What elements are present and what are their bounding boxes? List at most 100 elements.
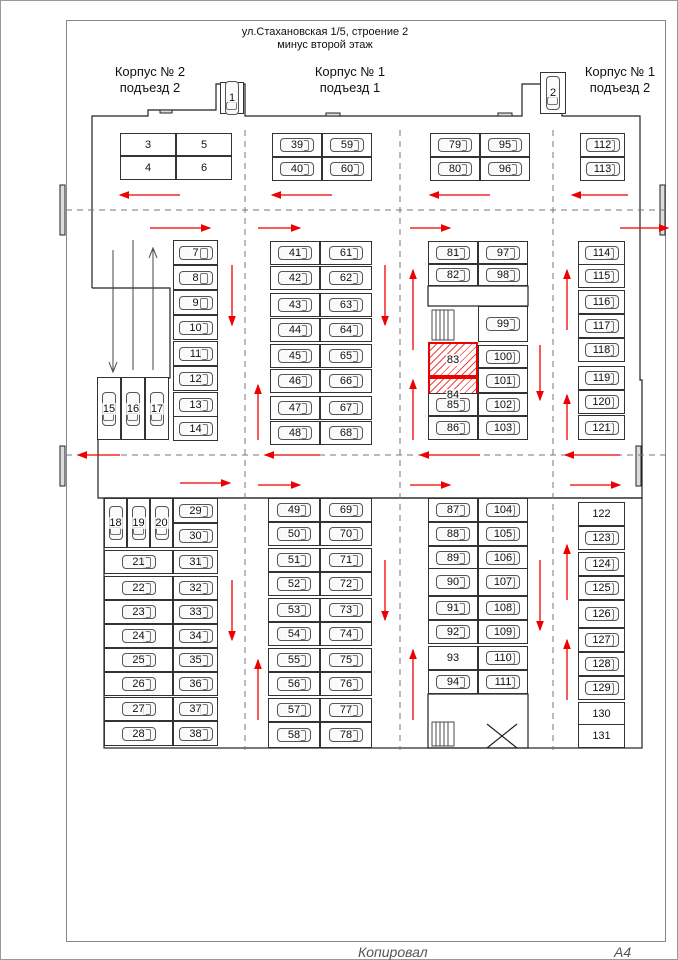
parking-spot-97[interactable]: 97: [478, 241, 528, 264]
parking-spot-6[interactable]: 6: [176, 156, 232, 180]
parking-spot-78[interactable]: 78: [320, 722, 372, 748]
parking-spot-56[interactable]: 56: [268, 672, 320, 696]
parking-spot-35[interactable]: 35: [173, 648, 218, 672]
parking-spot-5[interactable]: 5: [176, 133, 232, 156]
parking-spot-40[interactable]: 40: [272, 157, 322, 181]
parking-spot-31[interactable]: 31: [173, 550, 218, 574]
parking-spot-1[interactable]: 1: [220, 81, 244, 115]
parking-spot-131[interactable]: 131: [578, 724, 625, 748]
parking-spot-41[interactable]: 41: [270, 241, 320, 265]
parking-spot-82[interactable]: 82: [428, 264, 478, 286]
parking-spot-129[interactable]: 129: [578, 676, 625, 700]
parking-spot-126[interactable]: 126: [578, 600, 625, 628]
parking-spot-37[interactable]: 37: [173, 697, 218, 721]
parking-spot-90[interactable]: 90: [428, 568, 478, 596]
parking-spot-113[interactable]: 113: [580, 157, 625, 181]
parking-spot-106[interactable]: 106: [478, 546, 528, 570]
parking-spot-66[interactable]: 66: [320, 369, 372, 393]
parking-spot-23[interactable]: 23: [104, 600, 173, 624]
parking-spot-62[interactable]: 62: [320, 266, 372, 290]
parking-spot-105[interactable]: 105: [478, 522, 528, 546]
parking-spot-127[interactable]: 127: [578, 628, 625, 652]
parking-spot-116[interactable]: 116: [578, 290, 625, 314]
parking-spot-114[interactable]: 114: [578, 241, 625, 265]
parking-spot-39[interactable]: 39: [272, 133, 322, 157]
parking-spot-121[interactable]: 121: [578, 415, 625, 440]
parking-spot-33[interactable]: 33: [173, 600, 218, 624]
parking-spot-124[interactable]: 124: [578, 552, 625, 576]
parking-spot-47[interactable]: 47: [270, 396, 320, 420]
parking-spot-89[interactable]: 89: [428, 546, 478, 570]
parking-spot-45[interactable]: 45: [270, 344, 320, 368]
parking-spot-12[interactable]: 12: [173, 366, 218, 391]
parking-spot-101[interactable]: 101: [478, 368, 528, 393]
parking-spot-100[interactable]: 100: [478, 345, 528, 368]
parking-spot-2[interactable]: 2: [540, 72, 566, 114]
parking-spot-53[interactable]: 53: [268, 598, 320, 622]
parking-spot-61[interactable]: 61: [320, 241, 372, 265]
parking-spot-10[interactable]: 10: [173, 315, 218, 340]
parking-spot-79[interactable]: 79: [430, 133, 480, 157]
parking-spot-120[interactable]: 120: [578, 390, 625, 414]
parking-spot-96[interactable]: 96: [480, 157, 530, 181]
parking-spot-117[interactable]: 117: [578, 314, 625, 338]
parking-spot-52[interactable]: 52: [268, 572, 320, 596]
parking-spot-15[interactable]: 15: [97, 377, 121, 440]
parking-spot-8[interactable]: 8: [173, 265, 218, 290]
parking-spot-63[interactable]: 63: [320, 293, 372, 317]
parking-spot-60[interactable]: 60: [322, 157, 372, 181]
parking-spot-119[interactable]: 119: [578, 366, 625, 390]
parking-spot-16[interactable]: 16: [121, 377, 145, 440]
parking-spot-21[interactable]: 21: [104, 550, 173, 574]
parking-spot-67[interactable]: 67: [320, 396, 372, 420]
parking-spot-3[interactable]: 3: [120, 133, 176, 156]
parking-spot-4[interactable]: 4: [120, 156, 176, 180]
parking-spot-99[interactable]: 99: [478, 306, 528, 342]
parking-spot-102[interactable]: 102: [478, 393, 528, 416]
parking-spot-72[interactable]: 72: [320, 572, 372, 596]
parking-spot-107[interactable]: 107: [478, 568, 528, 596]
parking-spot-30[interactable]: 30: [173, 523, 218, 548]
parking-spot-86[interactable]: 86: [428, 416, 478, 440]
parking-spot-28[interactable]: 28: [104, 721, 173, 746]
parking-spot-32[interactable]: 32: [173, 576, 218, 600]
parking-spot-51[interactable]: 51: [268, 548, 320, 572]
parking-spot-75[interactable]: 75: [320, 648, 372, 672]
parking-spot-77[interactable]: 77: [320, 698, 372, 722]
parking-spot-49[interactable]: 49: [268, 498, 320, 522]
parking-spot-34[interactable]: 34: [173, 624, 218, 648]
parking-spot-9[interactable]: 9: [173, 290, 218, 315]
parking-spot-111[interactable]: 111: [478, 670, 528, 694]
parking-spot-36[interactable]: 36: [173, 672, 218, 696]
parking-spot-13[interactable]: 13: [173, 392, 218, 417]
parking-spot-59[interactable]: 59: [322, 133, 372, 157]
parking-spot-83[interactable]: 83: [428, 342, 478, 377]
parking-spot-92[interactable]: 92: [428, 620, 478, 644]
parking-spot-95[interactable]: 95: [480, 133, 530, 157]
parking-spot-25[interactable]: 25: [104, 648, 173, 672]
parking-spot-46[interactable]: 46: [270, 369, 320, 393]
parking-spot-58[interactable]: 58: [268, 722, 320, 748]
parking-spot-38[interactable]: 38: [173, 721, 218, 746]
parking-spot-19[interactable]: 19: [127, 498, 150, 548]
parking-spot-64[interactable]: 64: [320, 318, 372, 342]
parking-spot-42[interactable]: 42: [270, 266, 320, 290]
parking-spot-125[interactable]: 125: [578, 576, 625, 600]
parking-spot-118[interactable]: 118: [578, 338, 625, 362]
parking-spot-122[interactable]: 122: [578, 502, 625, 526]
parking-spot-55[interactable]: 55: [268, 648, 320, 672]
parking-spot-115[interactable]: 115: [578, 264, 625, 288]
parking-spot-98[interactable]: 98: [478, 264, 528, 286]
parking-spot-71[interactable]: 71: [320, 548, 372, 572]
parking-spot-26[interactable]: 26: [104, 672, 173, 696]
parking-spot-68[interactable]: 68: [320, 421, 372, 445]
parking-spot-80[interactable]: 80: [430, 157, 480, 181]
parking-spot-70[interactable]: 70: [320, 522, 372, 546]
parking-spot-88[interactable]: 88: [428, 522, 478, 546]
parking-spot-108[interactable]: 108: [478, 596, 528, 620]
parking-spot-17[interactable]: 17: [145, 377, 169, 440]
parking-spot-112[interactable]: 112: [580, 133, 625, 157]
parking-spot-110[interactable]: 110: [478, 646, 528, 670]
parking-spot-81[interactable]: 81: [428, 241, 478, 264]
parking-spot-54[interactable]: 54: [268, 622, 320, 646]
